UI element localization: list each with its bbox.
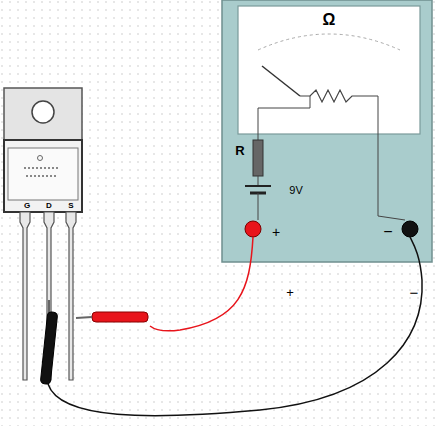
positive-terminal bbox=[245, 221, 261, 237]
battery-voltage: 9V bbox=[289, 185, 302, 196]
ohmmeter bbox=[222, 0, 432, 262]
pin-label: D bbox=[46, 202, 52, 210]
mosfet-package bbox=[4, 88, 82, 212]
red-test-lead bbox=[150, 237, 253, 331]
battery-symbol bbox=[245, 185, 271, 187]
lead-polarity: − bbox=[410, 285, 419, 300]
meter-needle bbox=[262, 66, 300, 96]
pin-label: S bbox=[68, 202, 73, 210]
component-label: R bbox=[235, 144, 244, 157]
unit-symbol: Ω bbox=[323, 12, 336, 28]
black-probe bbox=[40, 300, 57, 384]
meter-coil bbox=[300, 90, 378, 102]
red-probe bbox=[76, 312, 148, 322]
resistor-symbol bbox=[253, 140, 263, 176]
black-test-lead bbox=[48, 237, 422, 416]
lead-polarity: + bbox=[286, 286, 294, 299]
pin-label: G bbox=[24, 202, 30, 210]
negative-terminal bbox=[402, 221, 418, 237]
terminal-polarity: − bbox=[383, 224, 392, 240]
terminal-polarity: + bbox=[272, 225, 280, 239]
